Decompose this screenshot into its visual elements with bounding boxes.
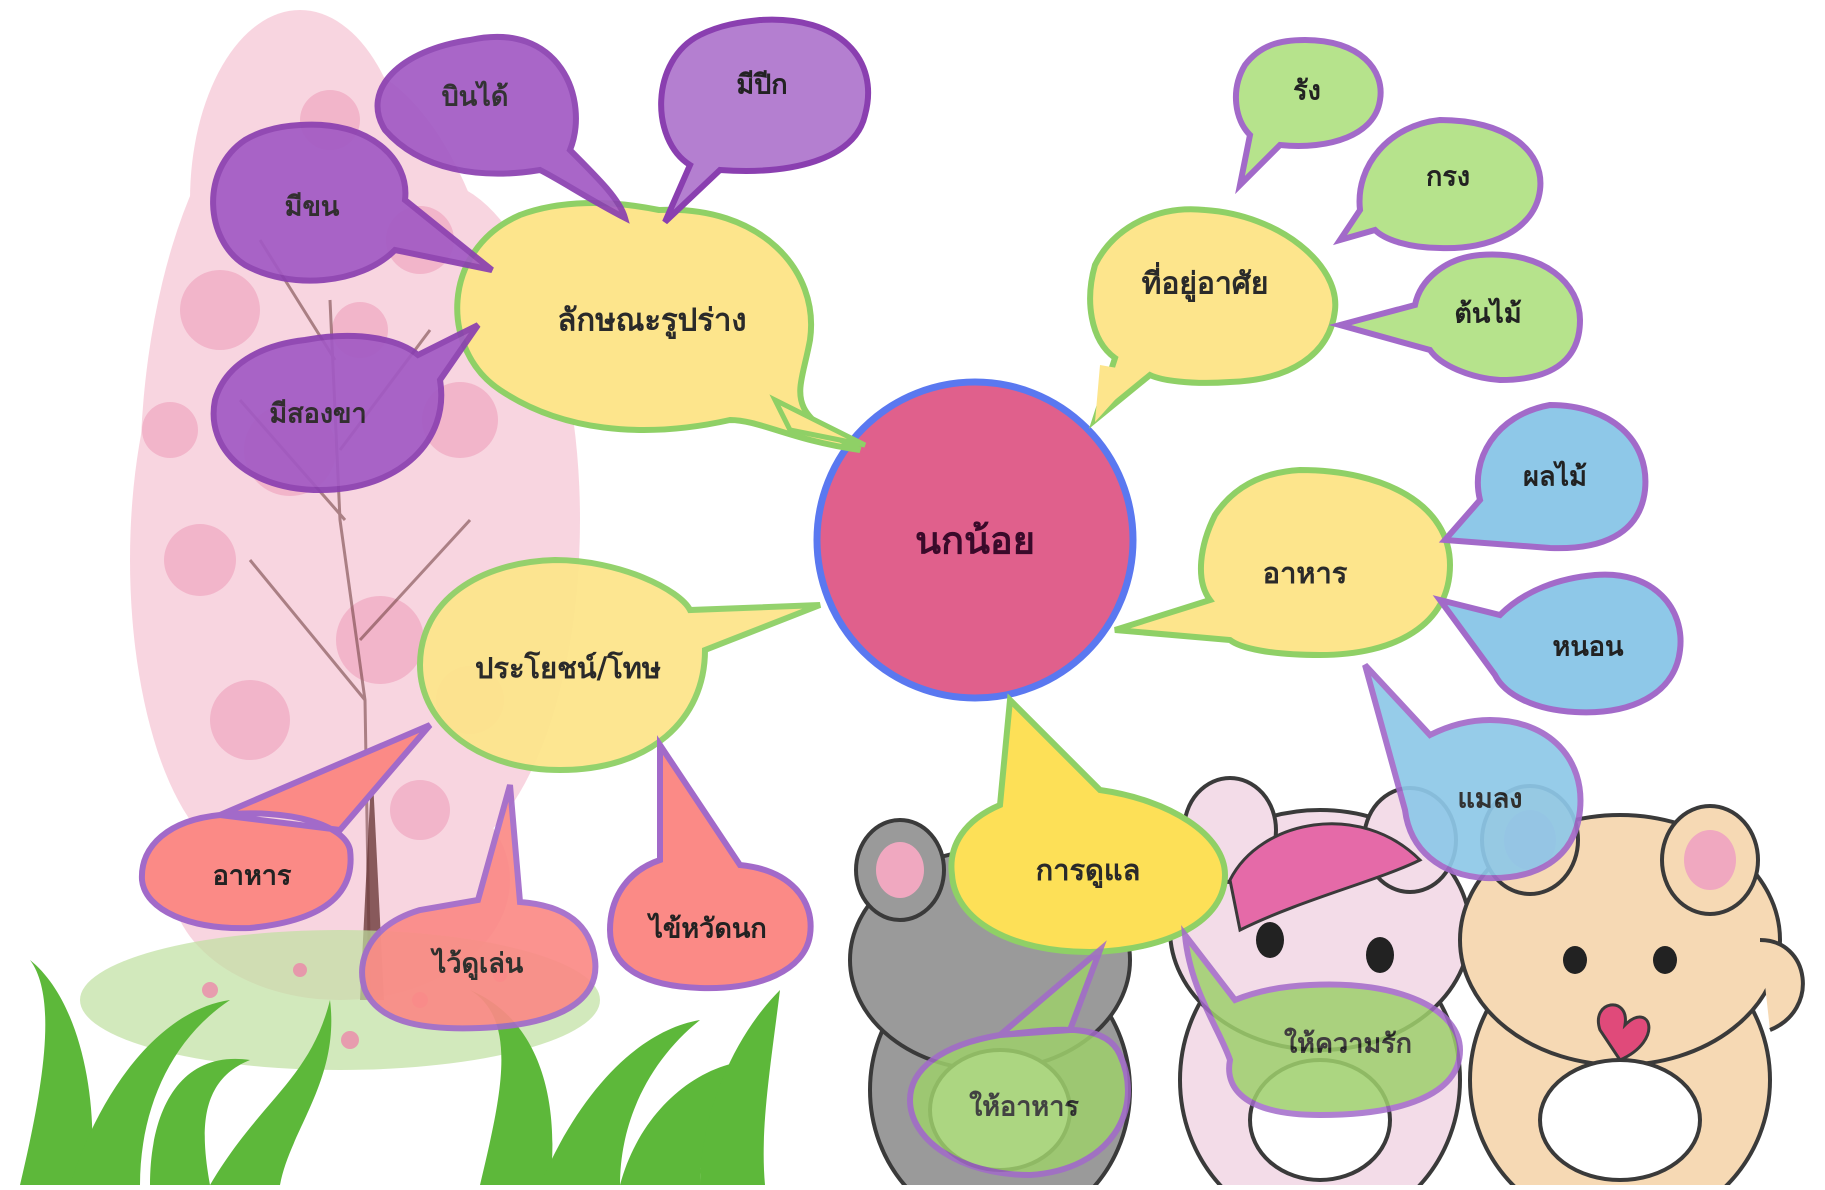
center-label: นกน้อย	[915, 519, 1035, 563]
tail-habitat	[1095, 365, 1140, 422]
child-worm: หนอน	[1440, 575, 1681, 713]
branch-food: อาหาร	[1115, 470, 1450, 655]
child-insect-label: แมลง	[1458, 784, 1523, 815]
child-worm-label: หนอน	[1553, 632, 1624, 663]
child-fruit-label: ผลไม้	[1523, 461, 1587, 493]
child-cage-label: กรง	[1426, 162, 1470, 193]
tail-appearance	[775, 400, 865, 445]
benefit-harm-label: ประโยชน์/โทษ	[475, 650, 661, 685]
child-nest: รัง	[1236, 40, 1381, 185]
child-bird-flu: ไข้หวัดนก	[610, 745, 811, 988]
child-fruit: ผลไม้	[1445, 405, 1645, 548]
child-as-food-label: อาหาร	[213, 861, 292, 892]
child-tree-label: ต้นไม้	[1454, 298, 1521, 330]
habitat-label: ที่อยู่อาศัย	[1142, 262, 1269, 303]
child-feed-label: ให้อาหาร	[969, 1091, 1079, 1123]
child-wings: มีปีก	[661, 20, 868, 222]
branch-habitat: ที่อยู่อาศัย	[1090, 209, 1335, 420]
child-pet-label: ไว้ดูเล่น	[430, 948, 524, 981]
child-wings-label: มีปีก	[736, 70, 787, 101]
child-feathers-label: มีขน	[285, 192, 340, 223]
child-tree: ต้นไม้	[1340, 255, 1580, 380]
child-cage: กรง	[1340, 120, 1540, 248]
care-label: การดูแล	[1036, 853, 1141, 888]
child-two-legs-label: มีสองขา	[269, 399, 366, 430]
child-bird-flu-label: ไข้หวัดนก	[646, 913, 766, 945]
child-love-label: ให้ความรัก	[1284, 1028, 1412, 1060]
branch-benefit-harm: ประโยชน์/โทษ	[420, 560, 820, 770]
child-flies-label: บินได้	[442, 81, 509, 113]
branch-care: การดูแล	[951, 700, 1225, 952]
food-label: อาหาร	[1263, 556, 1348, 590]
appearance-label: ลักษณะรูปร่าง	[557, 303, 746, 340]
child-nest-label: รัง	[1293, 76, 1321, 107]
